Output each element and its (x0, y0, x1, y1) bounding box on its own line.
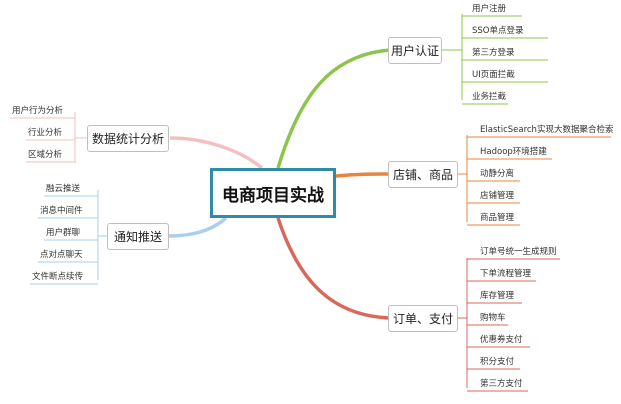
connector-stats (10, 112, 264, 170)
subtopic-group-chat[interactable]: 用户群聊 (46, 228, 81, 238)
subtopic-store-manage[interactable]: 店铺管理 (480, 191, 515, 201)
connector-store-goods (335, 135, 611, 226)
subtopic-file-resume[interactable]: 文件断点续传 (32, 272, 84, 282)
subtopic-ui-intercept[interactable]: UI页面拦截 (472, 70, 515, 80)
root-topic[interactable]: 电商项目实战 (210, 168, 336, 218)
subtopic-hadoop[interactable]: Hadoop环境搭建 (480, 147, 547, 157)
subtopic-user-behavior[interactable]: 用户行为分析 (12, 106, 64, 116)
subtopic-user-register[interactable]: 用户注册 (472, 4, 507, 14)
subtopic-goods-manage[interactable]: 商品管理 (480, 213, 515, 223)
subtopic-rongcloud-push[interactable]: 融云推送 (46, 184, 81, 194)
subtopic-inventory[interactable]: 库存管理 (480, 291, 515, 301)
subtopic-message-middleware[interactable]: 消息中间件 (40, 206, 83, 216)
topic-order-pay[interactable]: 订单、支付 (388, 305, 458, 332)
connector-order-pay (276, 217, 560, 392)
subtopic-coupon-pay[interactable]: 优惠券支付 (480, 335, 523, 345)
subtopic-cart[interactable]: 购物车 (480, 313, 506, 323)
subtopic-elasticsearch[interactable]: ElasticSearch实现大数据聚合检索 (480, 125, 614, 135)
subtopic-static-dynamic[interactable]: 动静分离 (480, 169, 515, 179)
subtopic-p2p-chat[interactable]: 点对点聊天 (40, 250, 83, 260)
subtopic-order-flow[interactable]: 下单流程管理 (480, 269, 532, 279)
topic-user-auth[interactable]: 用户认证 (388, 37, 442, 64)
subtopic-industry[interactable]: 行业分析 (28, 128, 63, 138)
subtopic-region[interactable]: 区域分析 (28, 150, 63, 160)
topic-push[interactable]: 通知推送 (107, 223, 169, 250)
subtopic-third-party-login[interactable]: 第三方登录 (472, 48, 515, 58)
subtopic-business-intercept[interactable]: 业务拦截 (472, 92, 507, 102)
connector-user-auth (276, 14, 548, 169)
subtopic-points-pay[interactable]: 积分支付 (480, 357, 515, 367)
subtopic-order-number[interactable]: 订单号统一生成规则 (480, 247, 557, 257)
connector-push (30, 190, 228, 285)
topic-store-goods[interactable]: 店铺、商品 (388, 161, 458, 188)
subtopic-sso-login[interactable]: SSO单点登录 (472, 26, 524, 36)
subtopic-third-party-pay[interactable]: 第三方支付 (480, 379, 523, 389)
topic-stats[interactable]: 数据统计分析 (87, 125, 169, 152)
